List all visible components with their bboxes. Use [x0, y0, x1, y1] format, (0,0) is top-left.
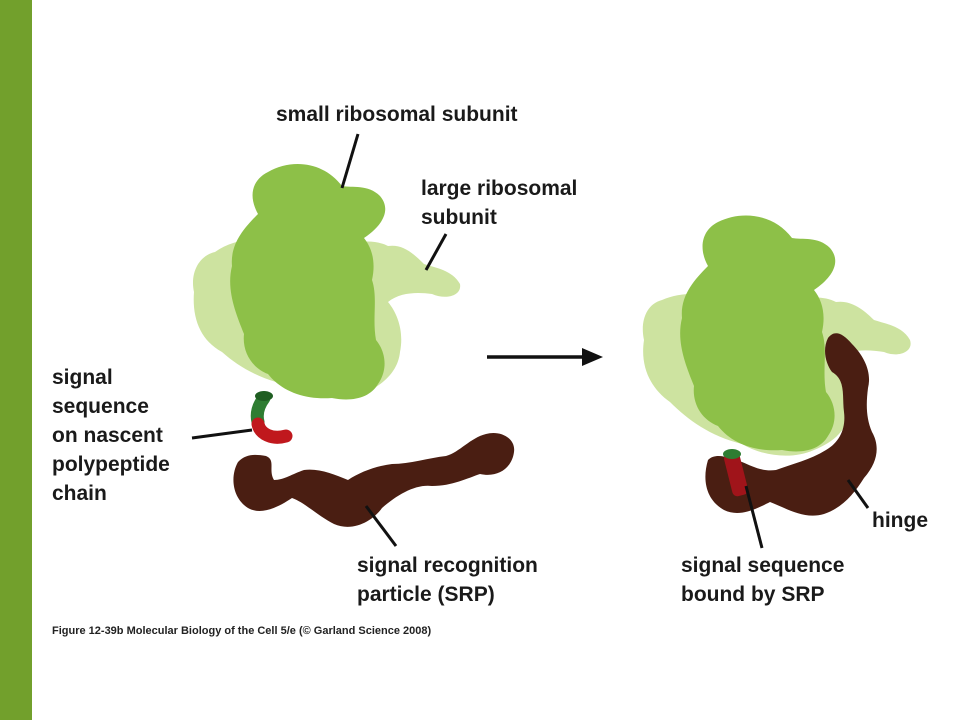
label-bound-1: signal sequence [681, 554, 845, 577]
label-signal-seq-1: signal [52, 366, 113, 389]
bound-signal-sequence-tip [723, 449, 741, 459]
leader-bound-signal [744, 485, 764, 549]
label-large-subunit-2: subunit [421, 206, 497, 229]
label-signal-seq-5: chain [52, 482, 107, 505]
label-bound-2: bound by SRP [681, 583, 825, 606]
leader-hinge [846, 479, 870, 509]
bound-signal-sequence [723, 451, 749, 497]
label-signal-seq-4: polypeptide [52, 453, 170, 476]
label-signal-seq-2: sequence [52, 395, 149, 418]
srp-right [705, 333, 877, 516]
figure-caption: Figure 12-39b Molecular Biology of the C… [52, 625, 432, 637]
label-signal-seq-3: on nascent [52, 424, 163, 447]
label-hinge: hinge [872, 509, 928, 532]
label-srp-2: particle (SRP) [357, 583, 495, 606]
leader-large-subunit [424, 233, 448, 271]
small-subunit-right [680, 215, 836, 452]
signal-sequence-red [251, 417, 293, 444]
label-srp-1: signal recognition [357, 554, 538, 577]
leader-small-subunit [340, 133, 360, 189]
leader-srp [364, 505, 398, 547]
side-accent-bar [0, 0, 32, 720]
signal-sequence-tip [255, 391, 273, 401]
transition-arrow-head [582, 348, 603, 366]
label-large-subunit-1: large ribosomal [421, 177, 578, 200]
srp-left [233, 432, 515, 527]
small-subunit-left [230, 163, 386, 400]
leader-signal-sequence [191, 428, 253, 440]
label-small-subunit: small ribosomal subunit [276, 103, 518, 126]
